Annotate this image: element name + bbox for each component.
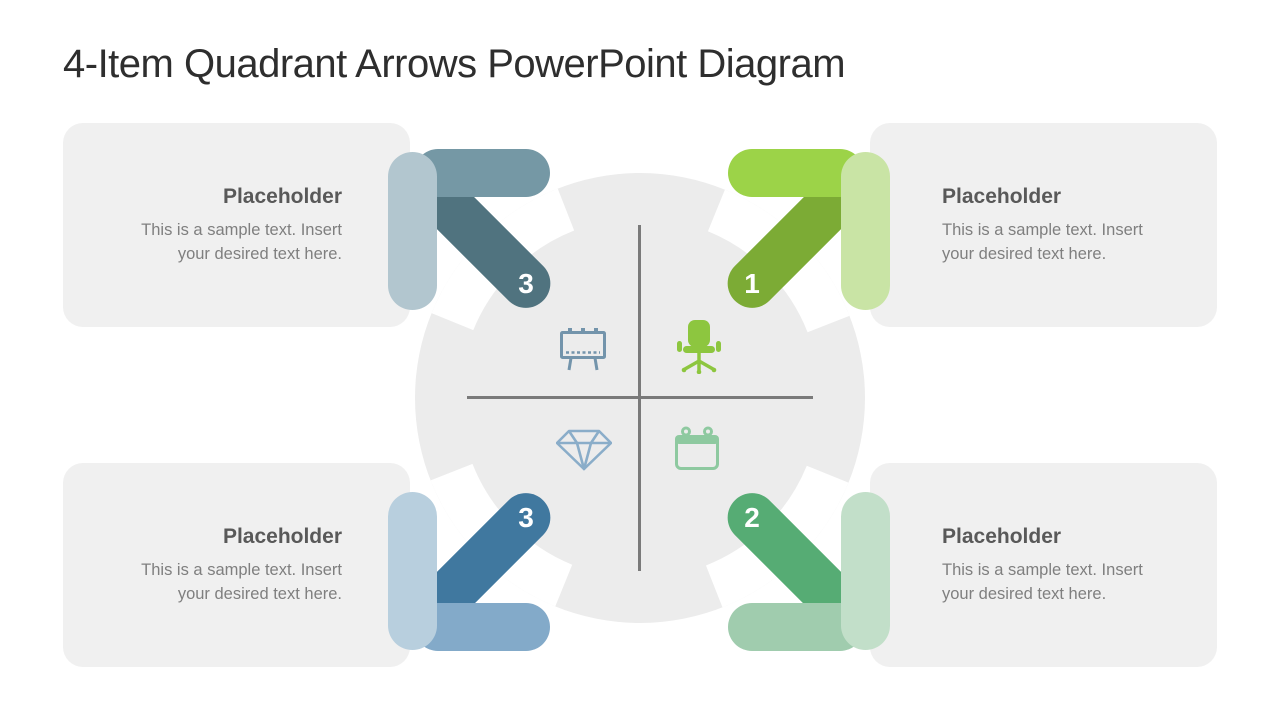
- card-heading: Placeholder: [942, 524, 1062, 548]
- arrow-bottom-left: 3: [386, 483, 561, 654]
- arrow-number: 3: [518, 268, 534, 299]
- arrow-head-bar: [388, 492, 437, 650]
- card-body: This is a sample text. Insert your desir…: [942, 560, 1143, 603]
- arrow-bottom-right: 2: [717, 483, 892, 654]
- arrow-top-right: 1: [717, 148, 892, 318]
- placeholder-card-top-right: Placeholder This is a sample text. Inser…: [870, 123, 1217, 327]
- diamond-icon: [556, 429, 612, 471]
- arrow-number: 2: [744, 502, 760, 533]
- billboard-icon: [560, 328, 606, 371]
- card-body: This is a sample text. Insert your desir…: [141, 220, 342, 263]
- card-heading: Placeholder: [222, 524, 342, 548]
- placeholder-card-bottom-left: Placeholder This is a sample text. Inser…: [63, 463, 410, 667]
- arrow-number: 3: [518, 502, 534, 533]
- arrow-head-bar: [841, 492, 890, 650]
- card-body: This is a sample text. Insert your desir…: [942, 220, 1143, 263]
- card-heading: Placeholder: [942, 184, 1062, 208]
- card-body: This is a sample text. Insert your desir…: [141, 560, 342, 603]
- arrow-head-bar: [388, 152, 437, 310]
- arrow-head-bar: [841, 152, 890, 310]
- placeholder-card-top-left: Placeholder This is a sample text. Inser…: [63, 123, 410, 327]
- placeholder-card-bottom-right: Placeholder This is a sample text. Inser…: [870, 463, 1217, 667]
- card-heading: Placeholder: [222, 184, 342, 208]
- page-title: 4-Item Quadrant Arrows PowerPoint Diagra…: [63, 42, 846, 86]
- arrow-top-left: 3: [386, 148, 561, 318]
- arrow-number: 1: [744, 268, 760, 299]
- quadrant-horizontal-line: [467, 396, 813, 399]
- chair-icon: [677, 320, 721, 374]
- calendar-icon: [675, 426, 719, 470]
